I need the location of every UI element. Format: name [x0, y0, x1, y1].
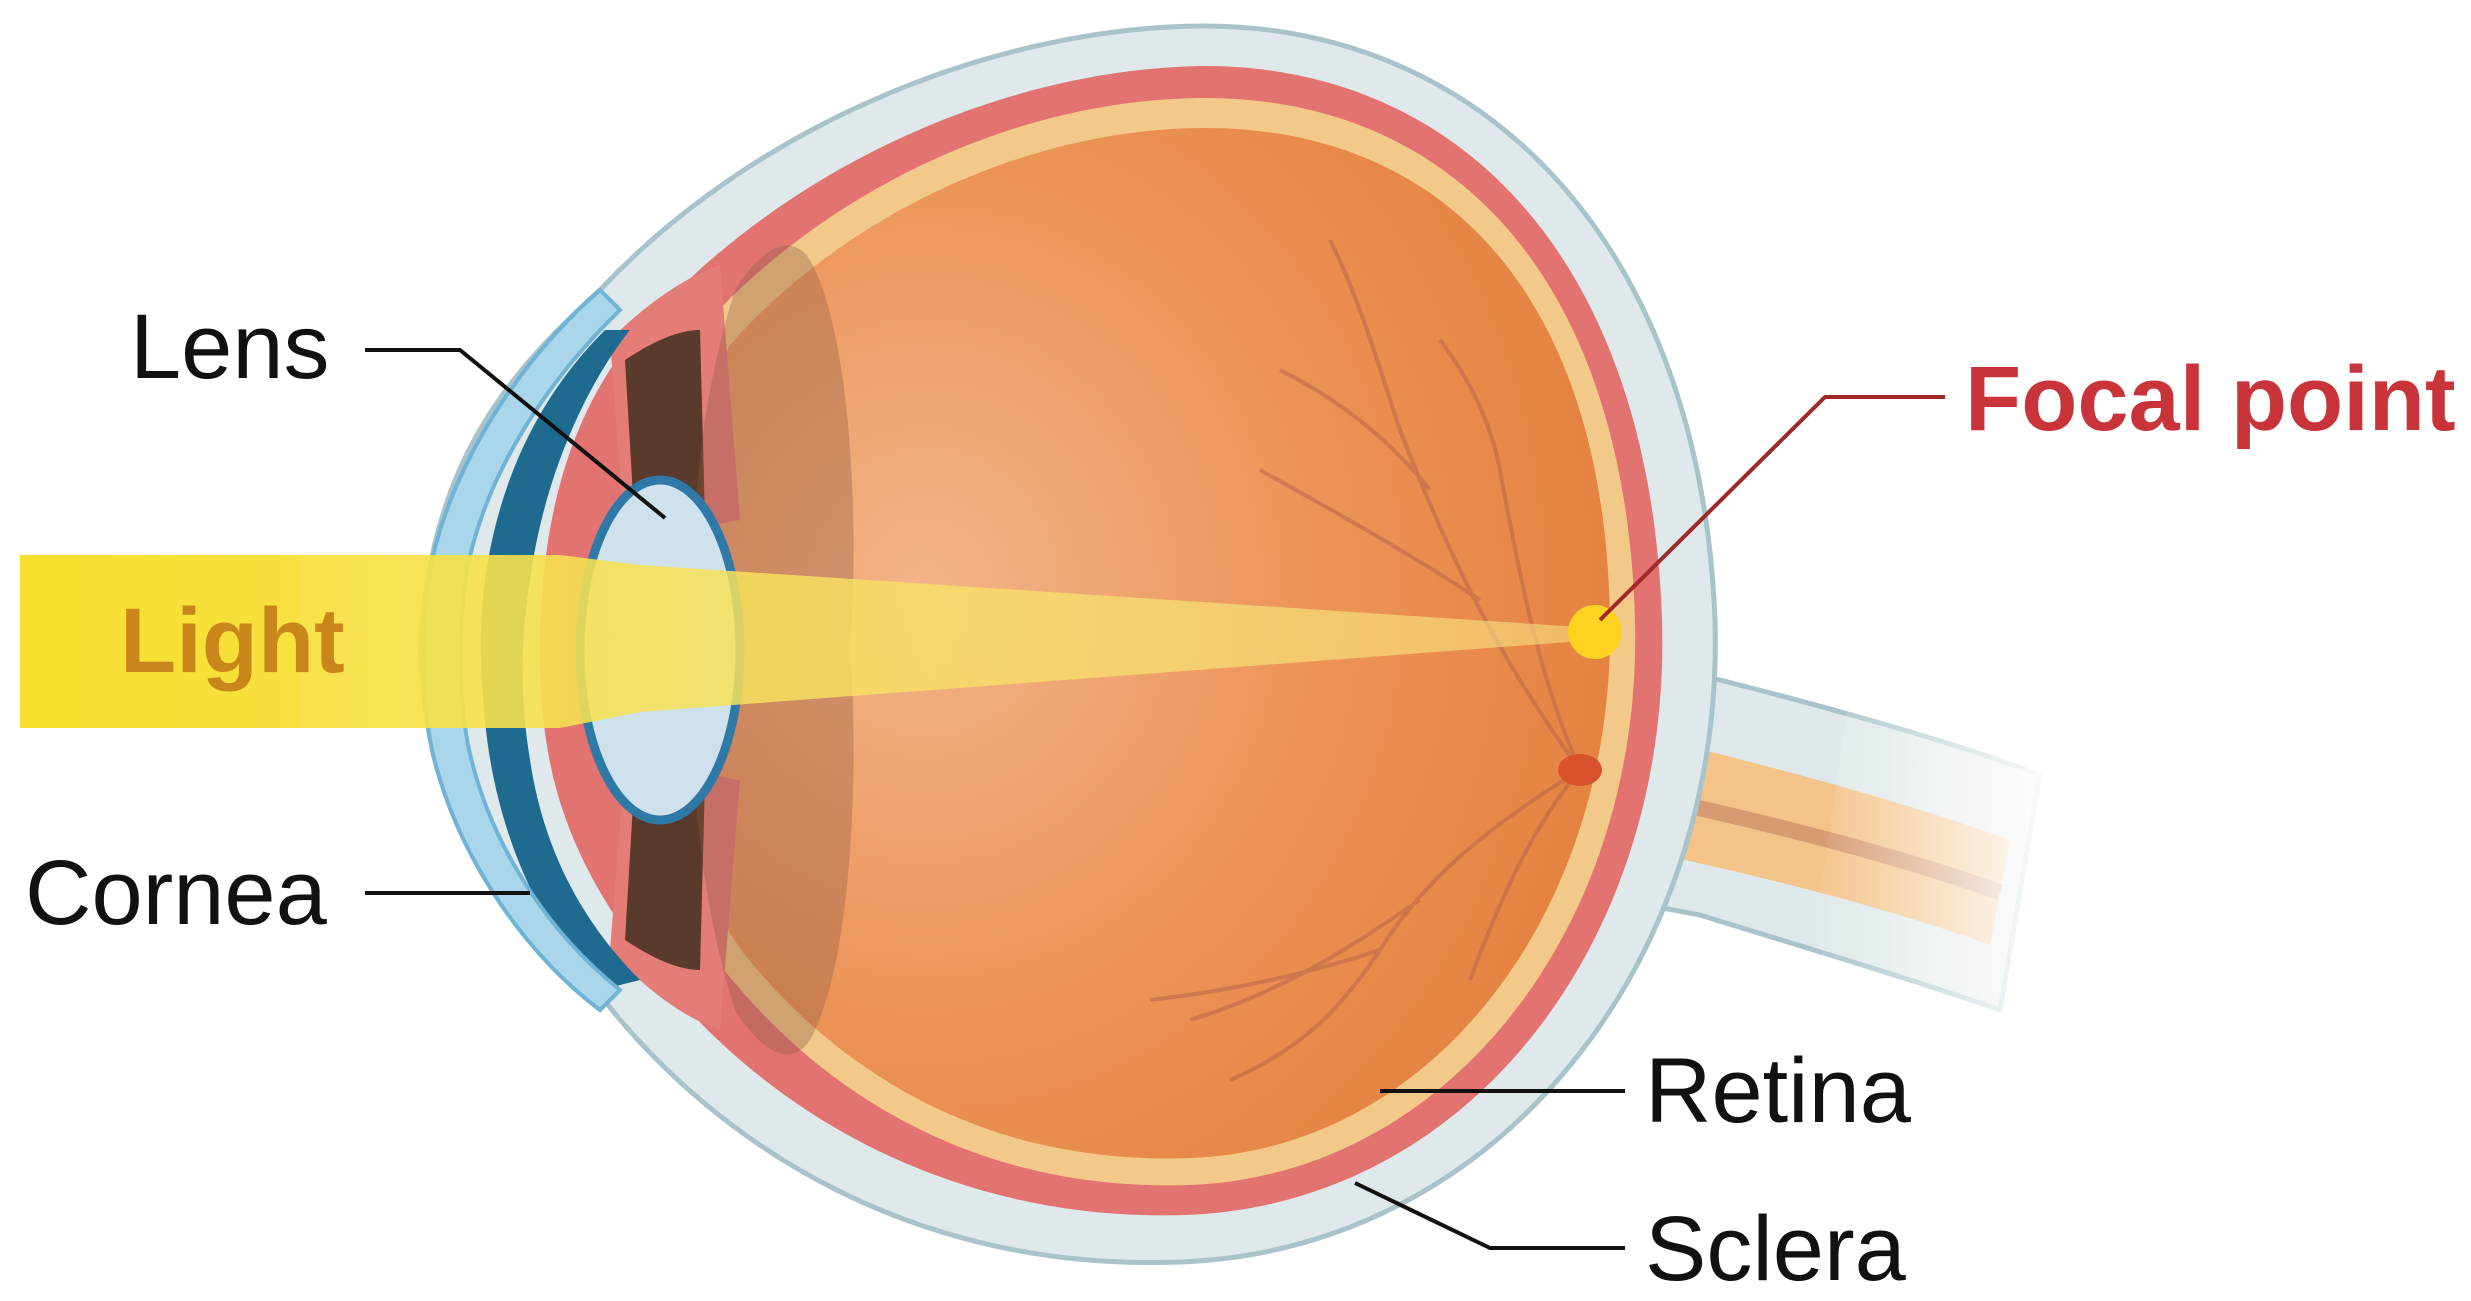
lens-leader-line [365, 348, 667, 520]
light-beam [20, 555, 1595, 728]
light-label: Light [120, 590, 345, 692]
lens-label: Lens [130, 296, 330, 398]
sclera-label: Sclera [1645, 1198, 1907, 1300]
sclera-leader-line [1354, 1181, 1625, 1250]
cornea-label: Cornea [25, 842, 328, 944]
focal-point-label: Focal point [1965, 348, 2456, 450]
focal-point-leader-line [1598, 395, 1945, 622]
optic-nerve-fade [1810, 690, 2060, 1030]
retina-label: Retina [1645, 1040, 1912, 1142]
aqueous-humour [480, 330, 640, 990]
focal-point-dot [1568, 605, 1622, 659]
light-beam-core [20, 555, 300, 728]
optic-disc [1558, 754, 1602, 786]
cornea [421, 287, 623, 1013]
retinal-blood-vessels [1149, 239, 1582, 1082]
